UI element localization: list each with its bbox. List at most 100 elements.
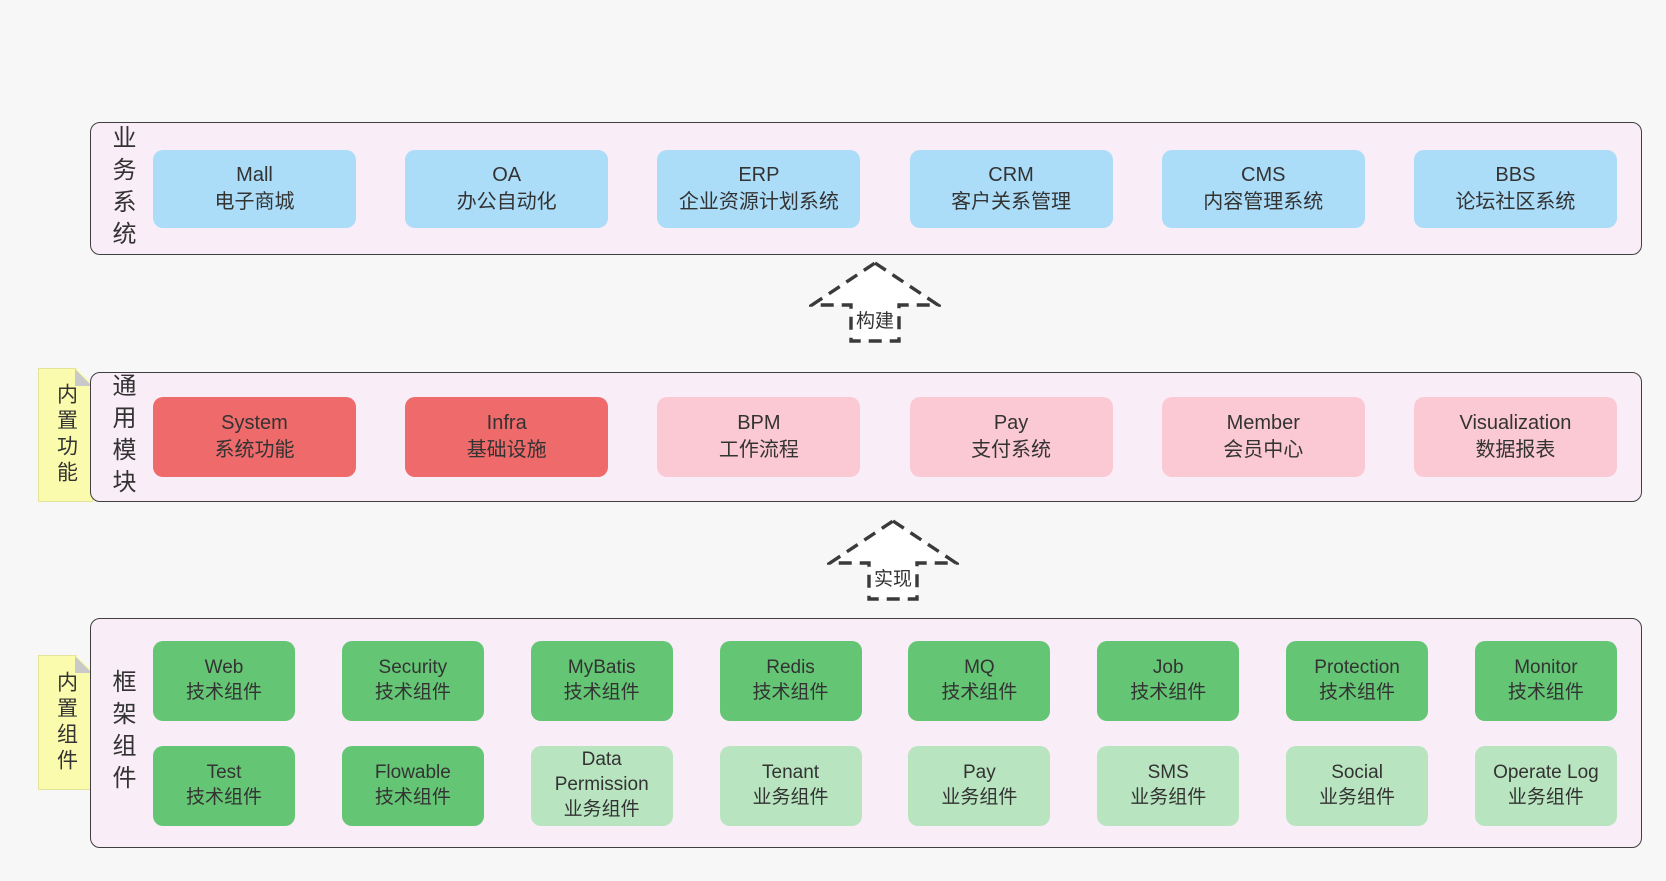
box-subtitle: 业务组件 <box>752 786 829 808</box>
box-name: Social <box>1331 761 1383 783</box>
box-subtitle: 电子商城 <box>214 190 295 213</box>
box-subtitle: 技术组件 <box>374 786 451 808</box>
box-subtitle: 论坛社区系统 <box>1455 190 1576 213</box>
module-box-system: System 系统功能 <box>153 397 356 477</box>
band-label-text: 通用模块 <box>108 373 135 501</box>
arrow-implement: 实现 <box>827 518 959 602</box>
up-arrow-icon <box>827 518 959 601</box>
box-name: Data Permission <box>554 749 649 796</box>
arrow-label-build: 构建 <box>852 306 898 333</box>
box-subtitle: 业务组件 <box>1507 786 1584 808</box>
module-box-member: Member 会员中心 <box>1161 397 1365 477</box>
box-subtitle: 技术组件 <box>1130 681 1207 703</box>
module-box-sms: SMS 业务组件 <box>1097 745 1240 826</box>
sticky-note-text: 内置功能 <box>54 383 78 487</box>
box-name: CRM <box>988 163 1034 186</box>
module-box-cms: CMS 内容管理系统 <box>1161 149 1365 228</box>
box-name: Tenant <box>762 761 820 783</box>
box-subtitle: 数据报表 <box>1475 439 1556 461</box>
module-box-mybatis: MyBatis 技术组件 <box>530 640 673 721</box>
arrow-label-implement: 实现 <box>870 564 916 591</box>
box-name: Protection <box>1314 656 1400 678</box>
box-subtitle: 技术组件 <box>185 681 262 703</box>
module-box-monitor: Monitor 技术组件 <box>1474 640 1617 721</box>
box-name: System <box>221 412 288 435</box>
module-box-tenant: Tenant 业务组件 <box>719 745 862 826</box>
box-subtitle: 技术组件 <box>1319 681 1396 703</box>
box-name: CMS <box>1241 163 1286 186</box>
sticky-note-built-in-components: 内置组件 <box>38 655 93 790</box>
module-box-social: Social 业务组件 <box>1286 745 1429 826</box>
band-label-text: 业务系统 <box>108 124 135 253</box>
module-box-protection: Protection 技术组件 <box>1286 640 1429 721</box>
module-box-web: Web 技术组件 <box>153 640 295 721</box>
box-name: Monitor <box>1514 656 1578 678</box>
box-subtitle: 业务组件 <box>563 798 640 820</box>
module-box-test: Test 技术组件 <box>153 745 295 826</box>
box-subtitle: 技术组件 <box>752 681 829 703</box>
module-box-visualization: Visualization 数据报表 <box>1413 397 1617 477</box>
box-name: Security <box>378 656 448 678</box>
box-subtitle: 技术组件 <box>941 681 1018 703</box>
box-name: BPM <box>737 412 781 435</box>
module-box-security: Security 技术组件 <box>341 640 484 721</box>
module-box-mq: MQ 技术组件 <box>908 640 1051 721</box>
box-name: BBS <box>1495 163 1536 186</box>
box-subtitle: 系统功能 <box>214 439 295 461</box>
box-subtitle: 会员中心 <box>1223 439 1304 461</box>
box-subtitle: 客户关系管理 <box>951 190 1072 213</box>
band-label-business-systems: 业务系统 <box>104 123 139 254</box>
box-subtitle: 技术组件 <box>185 786 262 808</box>
up-arrow-icon <box>809 260 941 343</box>
module-box-bpm: BPM 工作流程 <box>657 397 861 477</box>
box-subtitle: 支付系统 <box>971 439 1052 461</box>
box-name: MyBatis <box>567 656 636 678</box>
box-subtitle: 技术组件 <box>1507 681 1584 703</box>
box-name: Member <box>1226 412 1300 435</box>
sticky-note-built-in-functions: 内置功能 <box>38 368 93 502</box>
box-name: ERP <box>738 163 780 186</box>
box-name: Test <box>206 761 242 783</box>
box-name: Operate Log <box>1493 761 1599 783</box>
module-box-flowable: Flowable 技术组件 <box>341 745 484 826</box>
box-name: Flowable <box>374 761 451 783</box>
module-box-mall: Mall 电子商城 <box>153 149 356 228</box>
box-subtitle: 技术组件 <box>563 681 640 703</box>
sticky-note-text: 内置组件 <box>54 670 78 775</box>
box-name: Mall <box>236 163 273 186</box>
box-subtitle: 业务组件 <box>1319 786 1396 808</box>
box-subtitle: 内容管理系统 <box>1203 190 1324 213</box>
band-framework-components: 框架组件 Web 技术组件 Security 技术组件 MyBatis 技术组件 Redis… <box>90 618 1642 848</box>
box-subtitle: 工作流程 <box>718 439 799 461</box>
box-name: Web <box>204 656 244 678</box>
module-box-pay: Pay 支付系统 <box>909 397 1113 477</box>
box-name: Redis <box>766 656 815 678</box>
band-label-text: 框架组件 <box>108 669 135 797</box>
box-name: MQ <box>964 656 995 678</box>
box-name: SMS <box>1147 761 1189 783</box>
box-subtitle: 业务组件 <box>1130 786 1207 808</box>
box-name: Visualization <box>1459 412 1572 435</box>
box-subtitle: 基础设施 <box>466 439 547 461</box>
box-name: Pay <box>963 761 996 783</box>
box-subtitle: 技术组件 <box>374 681 451 703</box>
band-label-framework-components: 框架组件 <box>104 619 139 847</box>
band-label-common-modules: 通用模块 <box>104 373 139 501</box>
arrow-build: 构建 <box>809 260 941 344</box>
box-name: Pay <box>993 412 1029 435</box>
